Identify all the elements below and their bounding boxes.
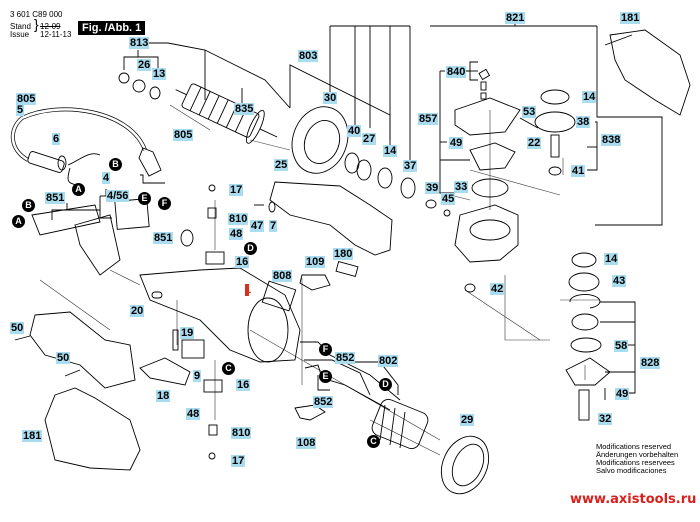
- part-label[interactable]: 808: [272, 270, 293, 282]
- figure-title: Fig. /Abb. 1: [78, 21, 146, 35]
- stand-label: Stand: [10, 22, 31, 31]
- connector-marker-e: E: [138, 192, 151, 205]
- part-label[interactable]: 50: [56, 352, 71, 364]
- part-label[interactable]: 18: [156, 390, 171, 402]
- connector-marker-f: F: [158, 197, 171, 210]
- part-label[interactable]: 38: [576, 116, 591, 128]
- part-label[interactable]: 48: [229, 228, 244, 240]
- part-label[interactable]: 42: [490, 283, 505, 295]
- connector-marker-e: E: [319, 370, 332, 383]
- connector-marker-b: B: [22, 199, 35, 212]
- part-label[interactable]: 805: [173, 129, 194, 141]
- part-label[interactable]: 5: [16, 104, 25, 116]
- part-label[interactable]: 19: [180, 327, 195, 339]
- brace: }: [34, 16, 39, 32]
- modifications-notes: Modifications reserved Änderungen vorbeh…: [596, 443, 678, 475]
- part-label[interactable]: 852: [335, 352, 356, 364]
- part-label[interactable]: 803: [298, 50, 319, 62]
- connector-marker-b: B: [109, 158, 122, 171]
- part-label[interactable]: 851: [153, 232, 174, 244]
- part-label[interactable]: 840: [446, 66, 467, 78]
- note-line: Änderungen vorbehalten: [596, 450, 679, 459]
- part-label[interactable]: 828: [640, 357, 661, 369]
- part-label[interactable]: 27: [362, 133, 377, 145]
- part-label[interactable]: 852: [313, 396, 334, 408]
- part-label[interactable]: 109: [305, 256, 326, 268]
- part-label[interactable]: 16: [236, 379, 251, 391]
- part-label[interactable]: 14: [383, 145, 398, 157]
- issue-label: Issue: [10, 30, 30, 39]
- part-label[interactable]: 6: [52, 133, 61, 145]
- part-label[interactable]: 50: [10, 322, 25, 334]
- note-line: Modifications reserved: [596, 442, 672, 451]
- part-label[interactable]: 4/56: [106, 190, 130, 202]
- part-label[interactable]: 14: [604, 253, 619, 265]
- part-label[interactable]: 45: [441, 193, 456, 205]
- part-label[interactable]: 17: [229, 184, 244, 196]
- part-label[interactable]: 7: [269, 220, 278, 232]
- issue-date: 12-11-13: [40, 30, 72, 39]
- connector-marker-d: D: [379, 378, 392, 391]
- part-label[interactable]: 802: [378, 355, 399, 367]
- part-label[interactable]: 33: [454, 181, 469, 193]
- part-label[interactable]: 25: [274, 159, 289, 171]
- part-label[interactable]: 37: [403, 160, 418, 172]
- part-label[interactable]: 49: [615, 388, 630, 400]
- part-label[interactable]: 857: [418, 113, 439, 125]
- connector-marker-a: A: [72, 183, 85, 196]
- part-label[interactable]: 47: [250, 220, 265, 232]
- part-label[interactable]: 810: [228, 213, 249, 225]
- part-label[interactable]: 32: [598, 413, 613, 425]
- part-label[interactable]: 40: [347, 125, 362, 137]
- part-label[interactable]: 813: [129, 37, 150, 49]
- part-label[interactable]: 48: [186, 408, 201, 420]
- part-label[interactable]: 29: [460, 414, 475, 426]
- part-label[interactable]: 14: [582, 91, 597, 103]
- watermark-url: www.axistools.ru: [570, 492, 697, 507]
- part-number: 3 601 C89 000: [10, 10, 63, 19]
- part-label[interactable]: 17: [231, 455, 246, 467]
- part-label[interactable]: 26: [137, 59, 152, 71]
- part-label[interactable]: 4: [102, 172, 111, 184]
- connector-marker-d: D: [244, 242, 257, 255]
- part-label-highlighted[interactable]: 1: [245, 284, 252, 296]
- part-label[interactable]: 181: [22, 430, 43, 442]
- part-label[interactable]: 58: [614, 340, 629, 352]
- part-label[interactable]: 43: [612, 275, 627, 287]
- part-label[interactable]: 851: [45, 192, 66, 204]
- part-label[interactable]: 838: [601, 134, 622, 146]
- stand-date: 12-09: [40, 22, 61, 31]
- connector-marker-f: F: [319, 343, 332, 356]
- part-label[interactable]: 821: [505, 12, 526, 24]
- part-label[interactable]: 39: [425, 182, 440, 194]
- part-label[interactable]: 9: [193, 370, 202, 382]
- part-label[interactable]: 53: [522, 106, 537, 118]
- part-label[interactable]: 22: [527, 137, 542, 149]
- part-label[interactable]: 30: [323, 92, 338, 104]
- connector-marker-c: C: [222, 362, 235, 375]
- part-label[interactable]: 835: [234, 103, 255, 115]
- part-label[interactable]: 13: [152, 68, 167, 80]
- part-label[interactable]: 41: [571, 165, 586, 177]
- note-line: Salvo modificaciones: [596, 466, 667, 475]
- part-label[interactable]: 49: [449, 137, 464, 149]
- part-label[interactable]: 180: [333, 248, 354, 260]
- part-label[interactable]: 805: [16, 93, 37, 105]
- part-label[interactable]: 16: [235, 256, 250, 268]
- connector-marker-c: C: [367, 435, 380, 448]
- part-label[interactable]: 20: [130, 305, 145, 317]
- part-label[interactable]: 810: [231, 427, 252, 439]
- note-line: Modifications reservees: [596, 458, 675, 467]
- connector-marker-a: A: [12, 215, 25, 228]
- part-label[interactable]: 108: [296, 437, 317, 449]
- part-label[interactable]: 181: [620, 12, 641, 24]
